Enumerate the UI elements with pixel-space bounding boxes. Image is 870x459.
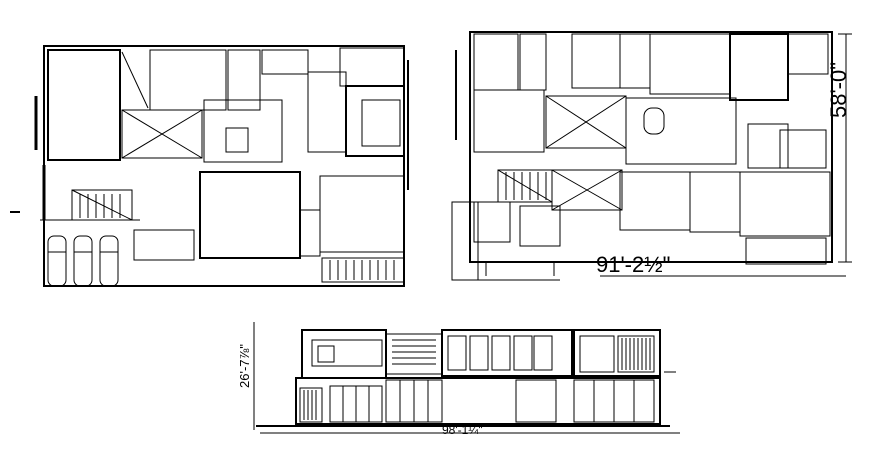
- ground-floor-plan: [10, 46, 408, 286]
- plan-depth-dimension-label: 58'-0": [826, 61, 851, 118]
- elevation-width-dimension-label: 98'-1¼": [442, 423, 483, 437]
- front-elevation: [254, 322, 680, 433]
- first-floor-plan: [452, 32, 852, 280]
- elevation-height-dimension-label: 26'-7⅞": [237, 344, 252, 388]
- plan-width-dimension-label: 91'-2½": [596, 252, 671, 277]
